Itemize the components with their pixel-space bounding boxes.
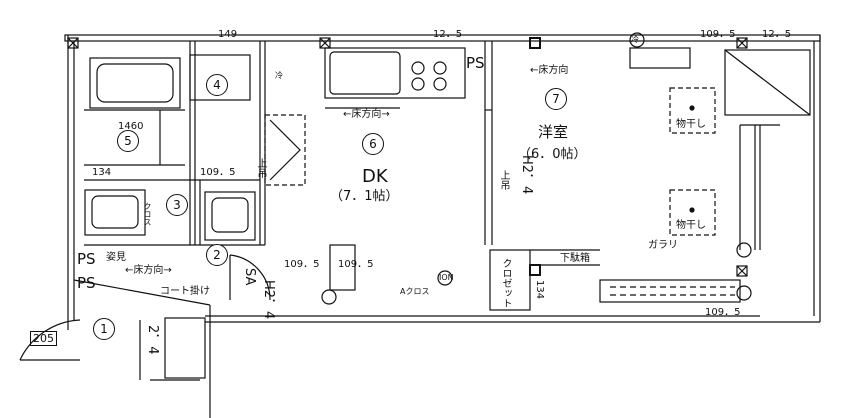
a-cross-label: Aクロス [400, 287, 430, 296]
ps-label-top: PS [466, 54, 485, 72]
floor-direction-entry: ←床方向→ [125, 265, 172, 276]
shoe-box-label: 下駄箱 [560, 253, 590, 264]
dim-149: 149 [218, 29, 238, 40]
dim-134-b: 134 [534, 280, 545, 300]
closet-dk [264, 114, 306, 186]
glass-label: ガラリ [648, 240, 678, 251]
drying-label-2: 物干し [676, 220, 706, 231]
drying-label-1: 物干し [676, 119, 706, 130]
closet-height-label-2: H2．4 [261, 280, 276, 320]
dim-134: 134 [92, 167, 112, 178]
shoe-box [599, 279, 741, 303]
sink [329, 51, 401, 95]
room-number-1: 1 [93, 318, 115, 340]
room-dk-name: DK [362, 166, 388, 187]
dim-1460: 1460 [118, 121, 144, 132]
dim-109-5-d: 109．5 [338, 259, 374, 270]
dim-109-5-a: 109．5 [700, 29, 736, 40]
floor-direction-dk: ←床方向→ [343, 109, 390, 120]
dim-2-4: 2．4 [145, 325, 160, 355]
room-dk-size: （7．1帖） [330, 189, 399, 204]
dim-109-5-b: 109．5 [200, 167, 236, 178]
room-number-7: 7 [545, 88, 567, 110]
floor-direction-western: ←床方向 [530, 65, 569, 76]
closet-entrance [164, 317, 206, 379]
ps-label-left-1: PS [77, 250, 96, 268]
closet-bottom [489, 249, 531, 311]
closet-corner [724, 49, 811, 116]
coat-hook-label: コート掛け [160, 286, 210, 297]
drying-rack-2 [669, 189, 716, 236]
bathtub [89, 57, 181, 109]
washing-machine [189, 54, 251, 101]
up-frame-label: 上吊 [498, 170, 509, 190]
drying-rack-1 [669, 87, 716, 134]
toilet [204, 191, 256, 241]
ac-label: 冷 [631, 35, 639, 44]
entry-number: 205 [30, 331, 57, 346]
kitchen-counter [324, 47, 466, 99]
ps-label-left-2: PS [77, 274, 96, 292]
closet-bottom-label: クロゼット [500, 258, 511, 308]
room-number-4: 4 [206, 74, 228, 96]
room-number-2: 2 [206, 244, 228, 266]
sa-label: SA [242, 268, 257, 286]
room-western-size: （6．0帖） [518, 147, 587, 162]
washbasin [84, 189, 146, 236]
dim-12-5-a: 12．5 [433, 29, 463, 40]
dim-109-5-c: 109．5 [284, 259, 320, 270]
room-number-5: 5 [117, 130, 139, 152]
room-number-3: 3 [166, 194, 188, 216]
closet-height-label: H2．4 [519, 155, 534, 195]
up-frame-label-2: 上吊 [255, 158, 266, 178]
room-number-6: 6 [362, 133, 384, 155]
ion-label: ION [439, 273, 454, 282]
dim-109-5-e: 109．5 [705, 307, 741, 318]
dim-12-5-b: 12．5 [762, 29, 792, 40]
mirror-label: 姿見 [106, 252, 126, 263]
fridge-label: 冷 [275, 71, 283, 80]
room-western-name: 洋室 [538, 123, 569, 141]
closet-door-label: クロス [143, 202, 152, 226]
